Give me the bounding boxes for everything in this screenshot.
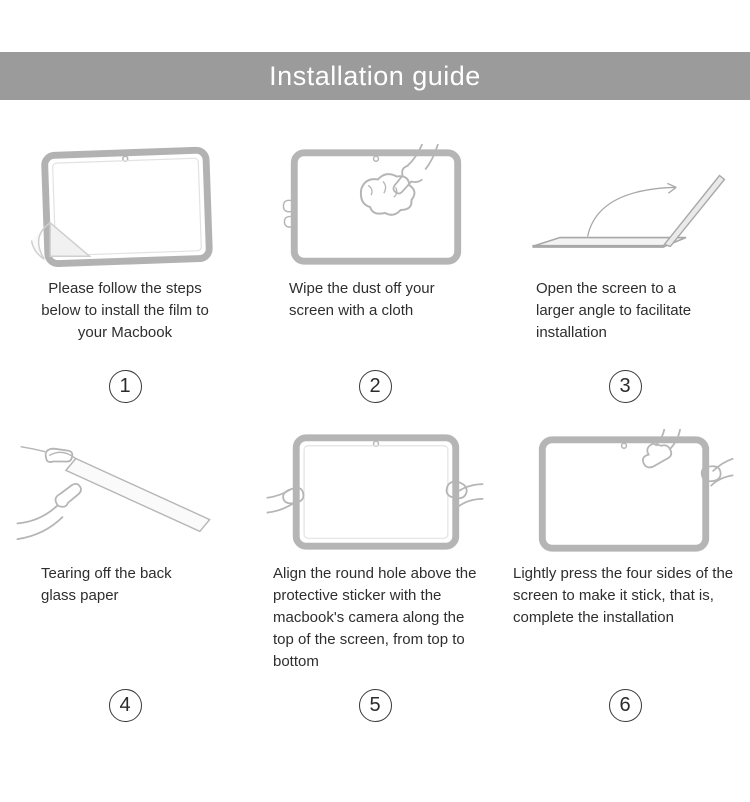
press-four-sides-illustration	[538, 429, 734, 552]
step-number-badge: 1	[108, 370, 142, 403]
page-title: Installation guide	[269, 60, 481, 91]
step-number-badge: 5	[358, 689, 392, 722]
step-number-badge: 2	[358, 370, 392, 403]
laptop-opened-wide-illustration	[532, 174, 726, 248]
tablet-peel-corner-illustration	[30, 146, 213, 267]
step-card-1: Please follow the steps below to install…	[0, 144, 250, 403]
step-text: Open the screen to a larger angle to fac…	[536, 280, 692, 341]
step-text: Tearing off the back glass paper	[41, 565, 172, 604]
wipe-screen-with-cloth-illustration	[282, 144, 462, 265]
tear-off-backing-paper-illustration	[16, 446, 211, 541]
align-film-with-camera-illustration	[266, 434, 484, 550]
step-text: Align the round hole above the protectiv…	[273, 565, 477, 670]
step-text: Lightly press the four sides of the scre…	[513, 565, 734, 626]
steps-grid: Please follow the steps below to install…	[0, 100, 750, 722]
step-number-badge: 6	[608, 689, 642, 722]
step-card-2: Wipe the dust off your screen with a clo…	[250, 144, 500, 403]
header-banner: Installation guide	[0, 52, 750, 100]
step-card-4: Tearing off the back glass paper 4	[0, 429, 250, 722]
step-number-badge: 3	[608, 370, 642, 403]
step-card-3: Open the screen to a larger angle to fac…	[500, 144, 750, 403]
step-card-6: Lightly press the four sides of the scre…	[500, 429, 750, 722]
step-text: Wipe the dust off your screen with a clo…	[289, 280, 435, 319]
step-number-badge: 4	[108, 689, 142, 722]
step-text: Please follow the steps below to install…	[41, 280, 209, 341]
step-card-5: Align the round hole above the protectiv…	[250, 429, 500, 722]
